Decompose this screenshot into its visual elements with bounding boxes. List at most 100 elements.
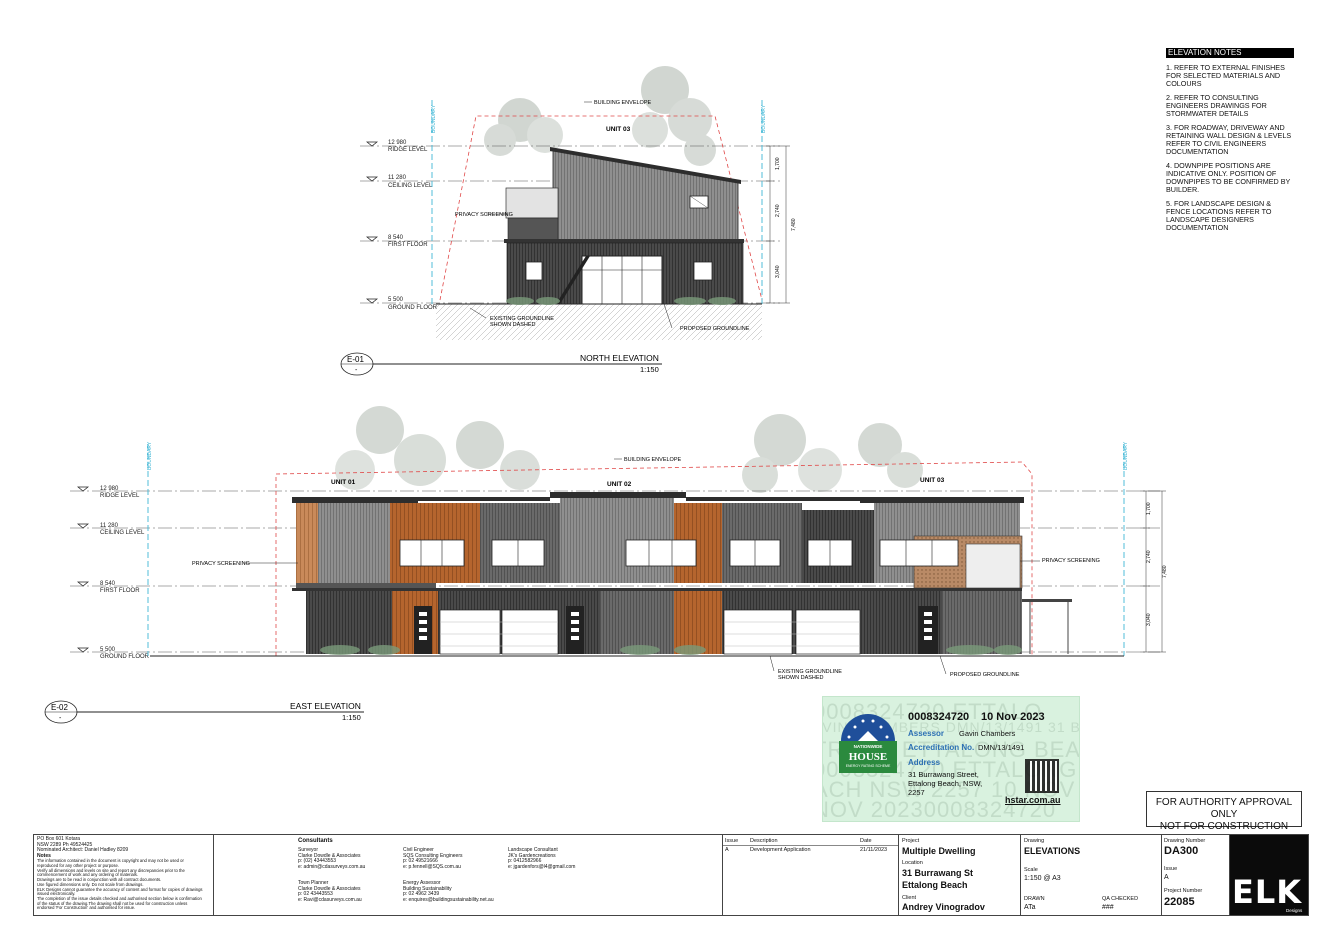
consultant-line: e: enquires@buildingsustainability.net.a… xyxy=(403,896,494,903)
address-line: 31 Burrawang Street, xyxy=(908,770,979,779)
logo-text-2: HOUSE xyxy=(848,751,888,763)
boundary-label: BOUNDARY xyxy=(1123,441,1129,470)
elevation-scale: 1:150 xyxy=(342,713,361,722)
ceiling-level-value: 11 280 xyxy=(388,175,407,181)
note-item: 3. FOR ROADWAY, DRIVEWAY AND RETAINING W… xyxy=(1166,123,1292,156)
consultant-line: e: admin@cdasurveys.com.au xyxy=(298,863,366,870)
consultants-title: Consultants xyxy=(298,838,333,844)
first-floor-value: 8 540 xyxy=(100,581,116,587)
drawing-number-value: DA300 xyxy=(1164,845,1199,857)
logo-text-3: ENERGY RATING SCHEME xyxy=(845,764,891,768)
ground-floor-value: 5 500 xyxy=(388,297,404,303)
project-label: Project xyxy=(902,838,920,844)
proposed-groundline-label: PROPOSED GROUNDLINE xyxy=(680,326,750,332)
building-envelope-line xyxy=(439,115,763,301)
date-value: 21/11/2023 xyxy=(860,847,888,853)
privacy-screening-label: PRIVACY SCREENING xyxy=(192,561,250,567)
consultant-line: Clarke Dowdle & Associates xyxy=(298,852,361,859)
drawing-label: Drawing xyxy=(1024,838,1045,844)
authority-stamp: FOR AUTHORITY APPROVAL ONLY NOT FOR CONS… xyxy=(1146,791,1302,832)
existing-groundline-sub: SHOWN DASHED xyxy=(778,675,824,681)
accreditation-number: DMN/13/1491 xyxy=(978,743,1025,752)
east-elevation-title: E-02 - EAST ELEVATION 1:150 xyxy=(44,700,364,724)
consultant-line: Civil Engineer xyxy=(403,847,434,853)
energy-certificate: 0008324720 ETTALO AVIN CHAMBERS DMN/13/1… xyxy=(822,696,1080,822)
consultant-line: Energy Assessor xyxy=(403,880,441,886)
qa-value: ### xyxy=(1102,904,1114,911)
authority-line: NOT FOR CONSTRUCTION xyxy=(1159,821,1289,832)
note-line: commencement of work and any ordering of… xyxy=(37,872,139,878)
building-envelope-label: BUILDING ENVELOPE xyxy=(624,457,681,463)
drawn-label: DRAWN xyxy=(1024,896,1045,902)
drawing-tag: E-01 xyxy=(347,355,364,364)
drawing-number-label: Drawing Number xyxy=(1164,838,1206,844)
assessor-name: Gavin Chambers xyxy=(959,729,1016,738)
logo-text-1: NATIONWIDE xyxy=(853,744,883,749)
ground-floor-label: GROUND FLOOR xyxy=(100,654,150,660)
consultant-line: Surveyor xyxy=(298,847,319,853)
client-label: Client xyxy=(902,895,917,901)
dimension-value: 2,740 xyxy=(775,204,781,217)
existing-groundline-sub: SHOWN DASHED xyxy=(490,322,536,328)
authority-line: FOR AUTHORITY APPROVAL ONLY xyxy=(1155,797,1293,820)
logo-text: ELK xyxy=(1232,873,1303,911)
description-col-label: Description xyxy=(750,838,778,844)
cert-url[interactable]: hstar.com.au xyxy=(1005,795,1061,805)
note-line: Verify all dimensions and levels on site… xyxy=(37,867,185,873)
ridge-level-label: RIDGE LEVEL xyxy=(388,147,428,153)
dimension-value: 7,480 xyxy=(791,218,797,231)
first-floor-value: 8 540 xyxy=(388,235,404,241)
consultant-line: Clarke Dowdle & Associates xyxy=(298,885,361,892)
unit-03-label: UNIT 03 xyxy=(606,126,631,133)
note-item: 2. REFER TO CONSULTING ENGINEERS DRAWING… xyxy=(1166,93,1267,118)
location-line-2: Ettalong Beach xyxy=(902,880,968,890)
unit-03-label: UNIT 03 xyxy=(920,477,945,484)
note-line: reproduced for any other project or purp… xyxy=(37,863,119,869)
tree-icon xyxy=(484,66,716,166)
issue-col-label: Issue xyxy=(725,838,739,844)
scale-value: 1:150 @ A3 xyxy=(1024,875,1061,882)
note-line: Drawings are to be read in conjunction w… xyxy=(37,877,162,883)
qr-code-icon xyxy=(1025,759,1059,793)
consultant-line: Landscape Consultant xyxy=(508,847,558,853)
ground-floor-value: 5 500 xyxy=(100,647,116,653)
existing-groundline-label: EXISTING GROUNDLINE xyxy=(778,669,842,675)
boundary-label: BOUNDARY xyxy=(761,104,767,133)
house-rating-icon xyxy=(839,714,897,773)
first-floor-label: FIRST FLOOR xyxy=(100,588,140,594)
notes-header: ELEVATION NOTES xyxy=(1166,48,1294,58)
ground-floor-label: GROUND FLOOR xyxy=(388,305,438,311)
address-line: 2257 xyxy=(908,788,925,797)
office-line: Nominated Architect: Daniel Hadley 8209 xyxy=(37,847,129,854)
logo-subtext: Designs xyxy=(1286,908,1303,913)
scale-label: Scale xyxy=(1024,867,1038,873)
north-building xyxy=(504,147,744,305)
ground-hatch xyxy=(436,304,762,340)
consultant-line: p: 02 4962 3439 xyxy=(403,891,440,898)
note-line: of the status of the drawing.The drawing… xyxy=(37,900,188,906)
existing-groundline-label: EXISTING GROUNDLINE xyxy=(490,316,554,322)
office-line: NSW 2289 Ph 49524425 xyxy=(37,841,93,848)
location-label: Location xyxy=(902,860,923,866)
consultant-line: p: 02 49521666 xyxy=(403,858,438,865)
notes-title: Notes xyxy=(37,852,51,859)
note-item: 5. FOR LANDSCAPE DESIGN & FENCE LOCATION… xyxy=(1166,199,1272,232)
unit-01-label: UNIT 01 xyxy=(331,479,356,486)
dimension-value: 3,040 xyxy=(775,265,781,278)
issue2-label: Issue xyxy=(1164,866,1178,872)
boundary-label: BOUNDARY xyxy=(431,104,437,133)
north-elevation-title: E-01 - NORTH ELEVATION 1:150 xyxy=(340,352,662,376)
consultant-line: e: Ravi@cdasurveys.com.au xyxy=(298,896,362,903)
ridge-level-label: RIDGE LEVEL xyxy=(100,493,140,499)
elevation-scale: 1:150 xyxy=(640,365,659,374)
issue-value: A xyxy=(725,847,729,853)
dimension-value: 2,740 xyxy=(1146,550,1152,563)
note-line: endorsed 'For Construction' and authoris… xyxy=(37,905,136,911)
consultant-line: e: p.fennell@SQS.com.au xyxy=(403,863,461,870)
cert-date: 10 Nov 2023 xyxy=(981,711,1045,723)
